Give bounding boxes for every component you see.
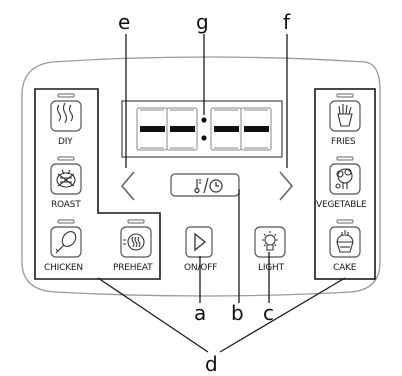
display-dashes (140, 126, 269, 132)
chicken-leg-icon (55, 231, 77, 254)
digit-4-segment (244, 126, 269, 132)
callout-line-d-left (97, 277, 209, 353)
callout-label-e: e (118, 10, 131, 34)
cake-button-frame (329, 226, 361, 258)
fries-icon (337, 104, 353, 127)
digit-3-segment (214, 126, 239, 132)
preheat-button-frame (120, 226, 152, 258)
diy-button-frame (50, 100, 82, 132)
light-label[interactable]: LIGHT (258, 263, 284, 273)
steam-waves-icon (56, 102, 74, 124)
light-button-frame (254, 226, 286, 258)
temp-time-button (170, 173, 240, 197)
callout-label-c: c (263, 301, 274, 325)
chevron-right-icon (279, 171, 294, 201)
cake-icon (336, 230, 354, 253)
digit-1-segment (140, 126, 165, 132)
callout-label-f: f (283, 10, 291, 34)
callout-label-d: d (205, 352, 218, 376)
right-group-outline (314, 88, 376, 280)
roast-icon (56, 169, 76, 188)
roast-button-frame (50, 163, 82, 195)
preheat-icon (123, 233, 145, 251)
vegetable-icon (335, 168, 353, 189)
chicken-label[interactable]: CHICKEN (44, 263, 83, 273)
vegetable-label[interactable]: VEGETABLE (316, 200, 367, 210)
callout-lines (97, 34, 346, 353)
callout-label-a: a (194, 301, 207, 325)
preheat-label[interactable]: PREHEAT (113, 263, 153, 273)
fries-button-frame (329, 100, 361, 132)
display-frame (121, 100, 283, 158)
light-bulb-icon (262, 231, 278, 251)
vegetable-button-frame (329, 163, 361, 195)
on-off-label[interactable]: ON/OFF (184, 263, 218, 273)
callout-label-b: b (231, 301, 244, 325)
left-group-outline (34, 88, 161, 280)
digit-2-segment (170, 126, 195, 132)
thermometer-clock-icon (194, 177, 223, 194)
chevron-left-icon (120, 171, 135, 201)
callout-label-g: g (196, 10, 209, 34)
fries-label[interactable]: FRIES (331, 137, 356, 147)
play-icon (194, 232, 207, 252)
cake-label[interactable]: CAKE (333, 263, 357, 273)
on-off-button-frame (185, 226, 213, 258)
colon-dot-bottom (201, 135, 207, 141)
diy-label[interactable]: DIY (58, 137, 73, 147)
chicken-button-frame (50, 226, 82, 258)
roast-label[interactable]: ROAST (51, 200, 81, 210)
panel-outline (21, 56, 381, 297)
digit-outlines (136, 107, 272, 151)
callout-line-d-right (219, 277, 346, 353)
colon-dot-top (201, 117, 207, 123)
